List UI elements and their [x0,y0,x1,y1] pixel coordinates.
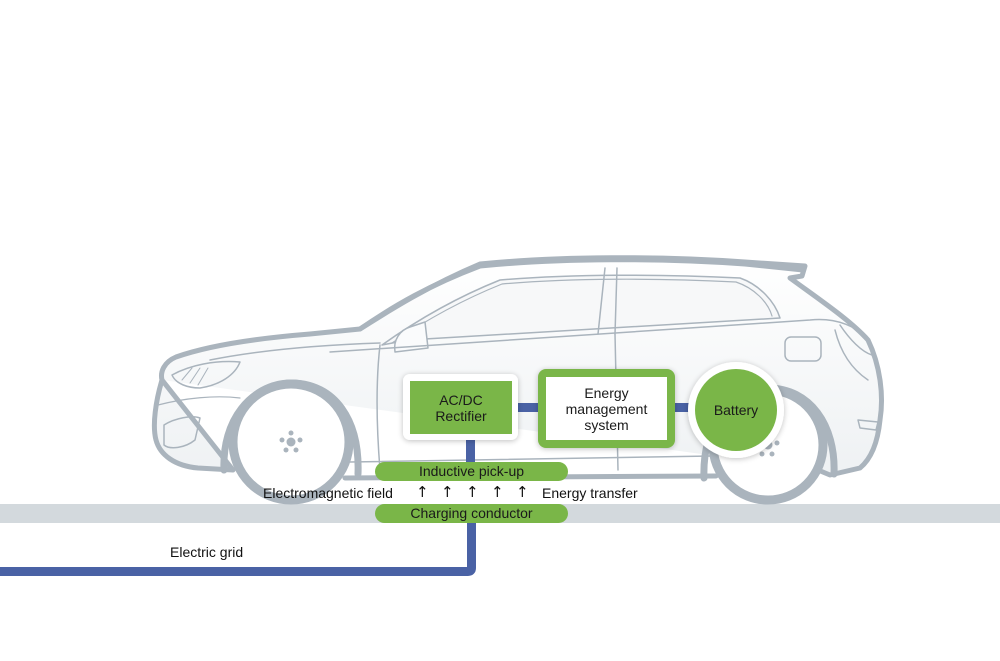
roofline [357,257,806,332]
connector-pickup-to-rectifier [466,440,475,463]
rectifier-label-line1: AC/DC [439,391,483,408]
battery-label: Battery [713,402,759,418]
field-arrow-icon: ↑ [466,483,479,501]
bumper-line [157,396,241,406]
fuel-door [784,336,822,362]
front-wheel [228,379,354,505]
rectifier-label-line2: Rectifier [435,407,487,424]
connector-rectifier-to-ems [517,403,539,412]
b-pillar [597,267,618,335]
field-arrow-icon: ↑ [491,483,504,501]
rectifier-label: AC/DC Rectifier [410,381,512,434]
headlight [171,360,241,389]
headlight-detail [181,367,209,386]
field-arrow-icon: ↑ [416,483,429,501]
ems-label-line3: system [584,416,629,433]
energy-transfer-label: Energy transfer [542,485,638,501]
rectifier-box [410,381,512,434]
ems-label: Energy management system [546,377,667,440]
tail-light [834,324,873,381]
ems-box [546,377,667,440]
field-arrow-icon: ↑ [441,483,454,501]
front-wheel-hub-icon [279,430,303,453]
side-mirror [393,321,429,353]
electric-grid-line [0,522,476,576]
field-arrow-icon: ↑ [516,483,529,501]
ems-label-line1: Energy [584,384,629,401]
electric-grid-label: Electric grid [170,544,244,560]
connectors [466,403,695,463]
rear-reflector [857,419,879,431]
inductive-pickup: Inductive pick-up [375,462,568,481]
electromagnetic-field-label: Electromagnetic field [263,485,393,501]
sill-line [349,455,713,463]
charging-conductor: Charging conductor [375,504,568,523]
fog-light [163,416,201,449]
ems-label-line2: management [565,400,648,417]
window-frame-inner [391,278,773,344]
belt-line [329,318,869,353]
hood-line [209,342,381,361]
connector-ems-to-battery [673,403,695,412]
front-door-line [376,344,381,471]
battery-circle [695,369,777,451]
